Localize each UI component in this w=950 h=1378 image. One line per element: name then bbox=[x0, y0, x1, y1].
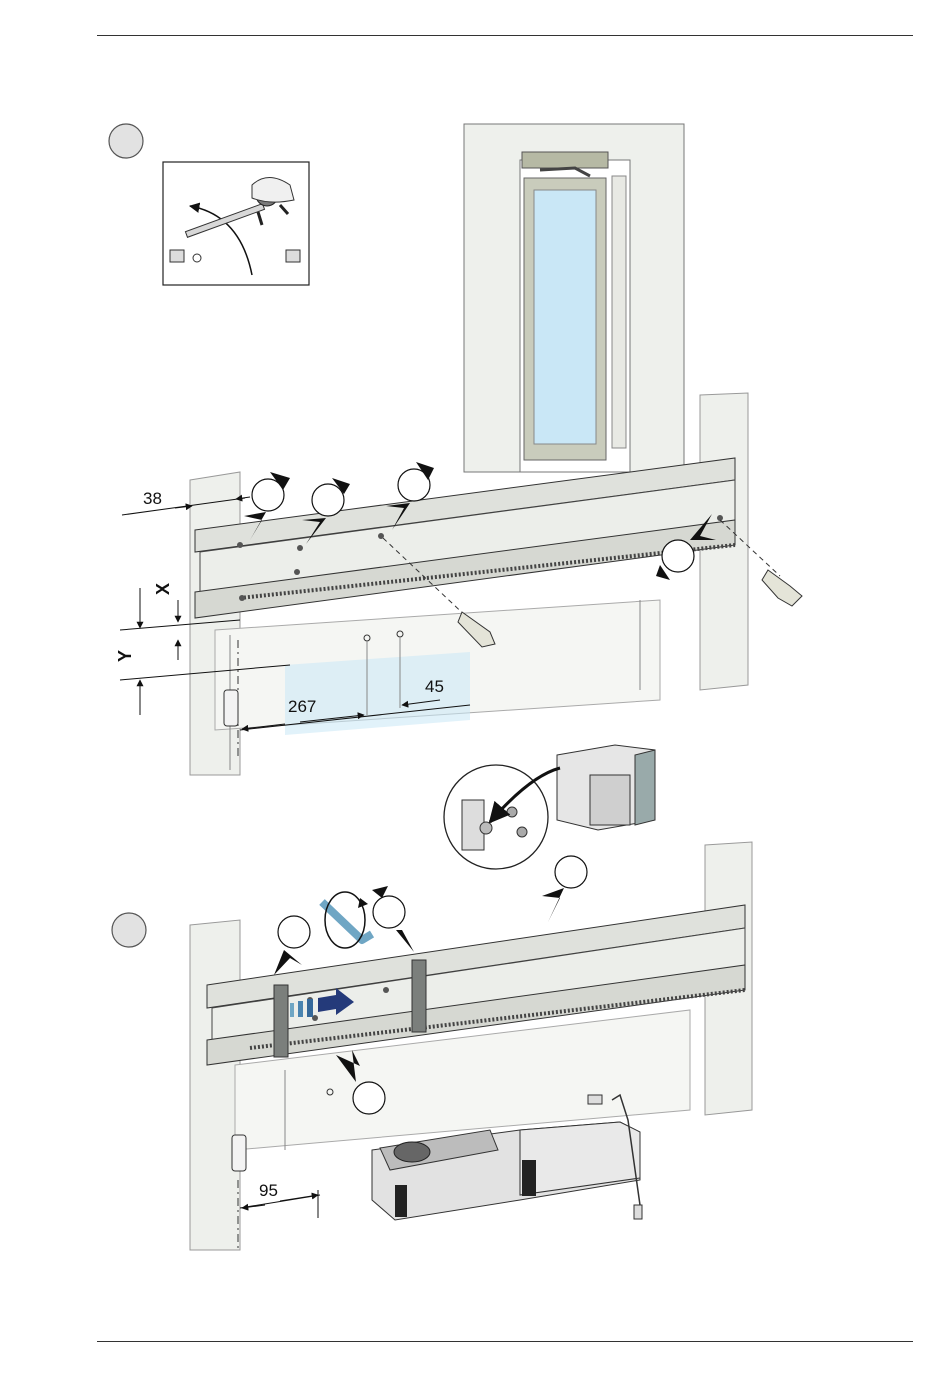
operator-on-door bbox=[522, 152, 608, 168]
step-2-marker bbox=[112, 913, 146, 947]
dim-y: Y bbox=[115, 650, 135, 662]
step-1-marker bbox=[109, 124, 143, 158]
dim-95: 95 bbox=[259, 1181, 278, 1200]
zoom-inset bbox=[444, 765, 560, 869]
dim-38: 38 bbox=[143, 489, 162, 508]
dim-45: 45 bbox=[425, 677, 444, 696]
dimensions-lower: 95 bbox=[232, 1135, 320, 1250]
control-unit bbox=[557, 745, 655, 830]
hex-key-icon bbox=[322, 892, 372, 948]
dim-267: 267 bbox=[288, 697, 316, 716]
door-elevation bbox=[464, 124, 684, 472]
dim-x: X bbox=[153, 583, 173, 595]
door-swing-inset bbox=[163, 162, 309, 285]
